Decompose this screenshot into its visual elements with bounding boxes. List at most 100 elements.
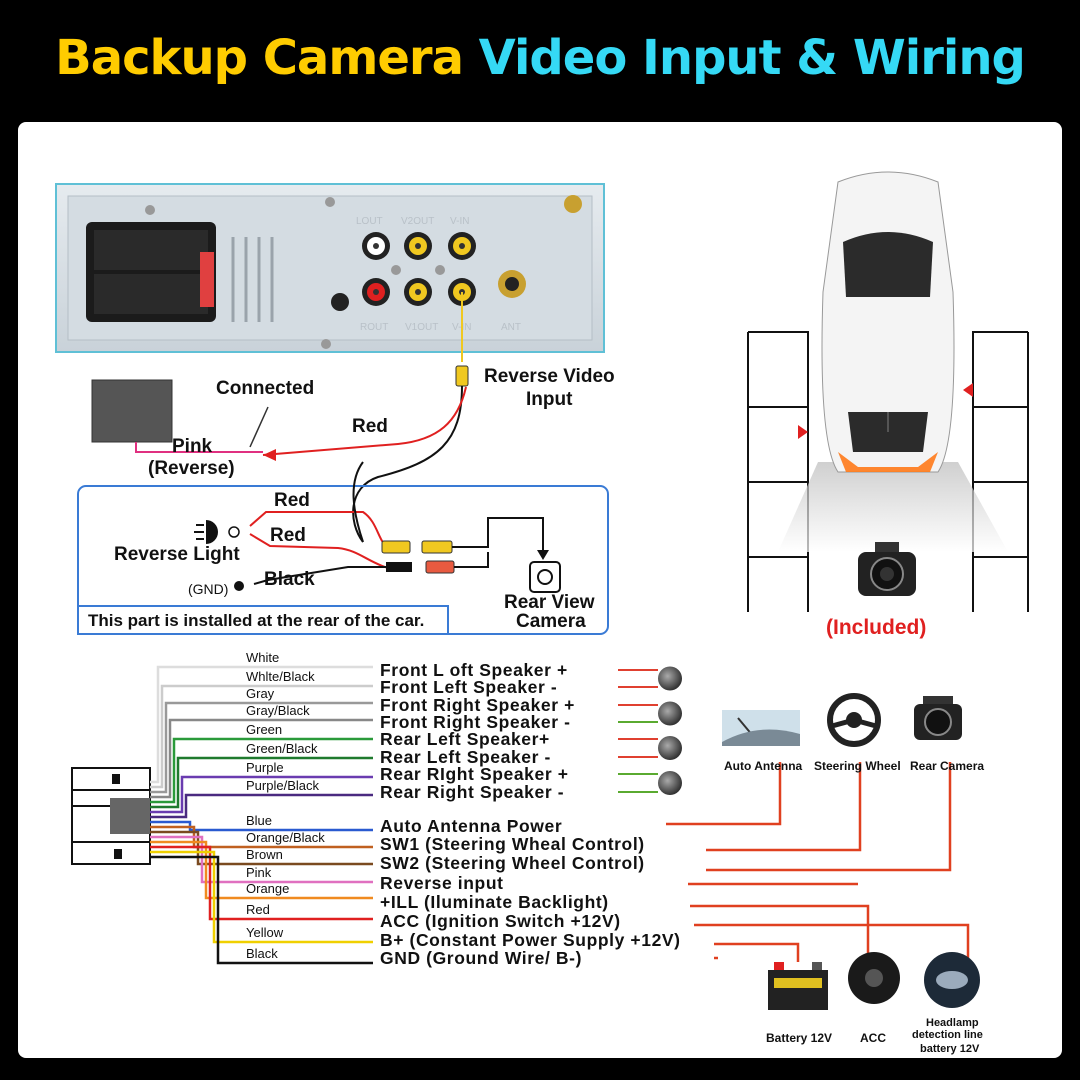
wire-color-label: Pink	[246, 865, 272, 880]
rear-install-box	[77, 485, 609, 635]
included-label: (Included)	[826, 616, 926, 639]
wire-color-label: Yellow	[246, 925, 284, 940]
auto-antenna-label: Auto Antenna	[724, 759, 803, 773]
battery-label: Battery 12V	[766, 1031, 832, 1045]
wire-color-label: Green	[246, 722, 282, 737]
headlamp-label-1: Headlamp	[926, 1017, 979, 1029]
reverse-video-label-1: Reverse Video	[484, 366, 615, 387]
wire-function-label: GND (Ground Wire/ B-)	[380, 948, 582, 968]
accessory-line-1	[706, 762, 862, 852]
rear-view-label-2: Camera	[516, 611, 586, 632]
car-illustration	[747, 171, 1029, 612]
rear-red-top: Red	[274, 490, 310, 511]
acc-label: ACC	[860, 1031, 886, 1045]
title-part-2: Video Input & Wiring	[478, 30, 1026, 86]
wire-function-labels: Front L oft Speaker +Front Left Speaker …	[380, 660, 681, 968]
rear-camera-accessory-icon	[914, 696, 962, 740]
pink-label: Pink	[172, 436, 213, 457]
wire-color-label: Orange/Black	[246, 830, 325, 845]
wire-function-label: Front Left Speaker -	[380, 677, 557, 697]
wire-color-label: Whlte/Black	[246, 669, 315, 684]
wire-function-label: Front Right Speaker -	[380, 712, 571, 732]
wire-line-13	[150, 845, 373, 921]
wire-function-label: SW2 (Steering Wheel Control)	[380, 853, 645, 873]
port-label-ant: ANT	[501, 322, 521, 333]
wire-color-label: Orange	[246, 881, 289, 896]
wire-color-label: Green/Black	[246, 741, 318, 756]
wiring-diagram: LOUT V2OUT V-IN ROUT V1OUT V-IN ANT Reve…	[55, 171, 1029, 1055]
rear-red-mid: Red	[270, 525, 306, 546]
wire-color-label: Gray	[246, 686, 275, 701]
wire-line-6	[150, 775, 373, 814]
pink-wire	[135, 442, 263, 453]
red-label-top: Red	[352, 416, 388, 437]
speaker-icons	[618, 666, 682, 795]
wire-function-label: B+ (Constant Power Supply +12V)	[380, 930, 681, 950]
reverse-label: (Reverse)	[148, 458, 235, 479]
harness-plug	[91, 379, 173, 443]
rear-camera-label: Rear Camera	[910, 759, 984, 773]
wire-line-7	[150, 793, 373, 819]
diagram-panel: LOUT V2OUT V-IN ROUT V1OUT V-IN ANT Reve…	[18, 122, 1062, 1058]
included-camera-icon	[858, 542, 916, 596]
speaker-icon	[658, 701, 682, 726]
wire-line-5	[150, 756, 373, 809]
steering-wheel-label: Steering Wheel	[814, 759, 901, 773]
wire-function-label: Auto Antenna Power	[380, 816, 562, 836]
acc-icon	[848, 952, 900, 1004]
wire-color-label: White	[246, 650, 279, 665]
speaker-icon	[658, 736, 682, 760]
reverse-light-icon	[194, 520, 240, 544]
wire-line-2	[150, 701, 373, 794]
rca-jacks	[145, 197, 526, 349]
wire-color-label: Black	[246, 946, 278, 961]
wire-function-label: SW1 (Steering Wheal Control)	[380, 834, 645, 854]
wire-line-4	[150, 737, 373, 804]
port-label-vin-top: V-IN	[450, 216, 469, 227]
wire-color-label: Blue	[246, 813, 272, 828]
port-label-lout: LOUT	[356, 216, 383, 227]
wire-line-14	[150, 850, 373, 944]
port-label-v1out: V1OUT	[405, 322, 438, 333]
connected-pointer	[249, 406, 269, 448]
accessory-line-4	[690, 904, 870, 958]
wire-color-label: Red	[246, 902, 270, 917]
wire-line-1	[150, 684, 373, 789]
steering-wheel-icon	[827, 693, 881, 747]
port-label-v2out: V2OUT	[401, 216, 434, 227]
rear-view-label-1: Rear View	[504, 592, 595, 613]
gnd-label: (GND)	[188, 581, 228, 597]
wire-color-labels: WhiteWhlte/BlackGrayGray/BlackGreenGreen…	[246, 650, 325, 961]
port-label-rout: ROUT	[360, 322, 388, 333]
gnd-terminal	[234, 581, 244, 591]
wire-line-0	[150, 665, 373, 784]
wire-function-label: Front Right Speaker +	[380, 695, 575, 715]
wire-color-label: Brown	[246, 847, 283, 862]
iso-connector	[86, 222, 216, 322]
wire-function-label: +ILL (Iluminate Backlight)	[380, 892, 609, 912]
accessory-line-5	[694, 923, 970, 958]
wire-lines	[150, 665, 373, 965]
reverse-video-cable	[352, 292, 469, 543]
antenna-plug	[564, 195, 582, 213]
wire-function-label: Rear RIght Speaker +	[380, 764, 569, 784]
wire-color-label: Purple/Black	[246, 778, 319, 793]
reverse-video-label-2: Input	[526, 389, 573, 410]
head-unit: LOUT V2OUT V-IN ROUT V1OUT V-IN ANT	[55, 183, 605, 353]
accessory-line-6	[714, 942, 800, 962]
wire-line-15	[150, 855, 373, 965]
headlamp-label-2: detection line	[912, 1029, 983, 1041]
wire-function-label: Rear Right Speaker -	[380, 782, 564, 802]
rear-wires	[249, 461, 549, 585]
vent-grille	[231, 237, 274, 322]
red-reverse-wire	[262, 386, 467, 456]
accessory-line-0	[666, 762, 782, 826]
wire-line-12	[150, 840, 373, 900]
speaker-icon	[658, 771, 682, 795]
wire-function-label: Rear Left Speaker -	[380, 747, 551, 767]
reverse-light-label: Reverse Light	[114, 544, 240, 565]
title-part-1: Backup Camera	[55, 30, 464, 86]
wire-function-label: Rear Left Speaker+	[380, 729, 550, 749]
speaker-icon	[658, 666, 682, 691]
battery-icon	[768, 962, 828, 1010]
